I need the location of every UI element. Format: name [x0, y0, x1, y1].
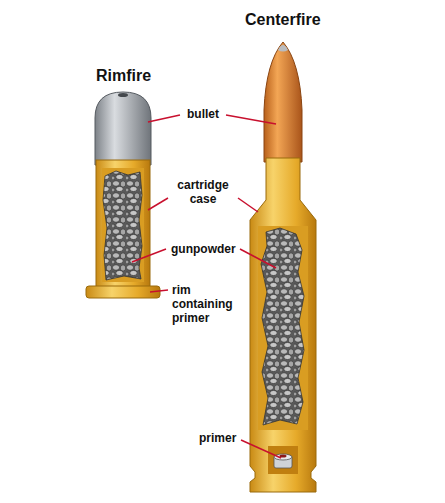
bullet-tip	[278, 45, 288, 52]
leader-line	[148, 115, 180, 122]
part-label: cartridge case	[172, 178, 234, 206]
part-label: bullet	[187, 107, 219, 121]
hollow-point	[118, 93, 128, 97]
rimfire-bullet	[95, 92, 151, 165]
centerfire-cartridge	[250, 42, 316, 492]
leader-lines	[132, 115, 281, 458]
leader-line	[132, 249, 166, 262]
cartridge-type-heading: Centerfire	[245, 10, 321, 29]
rimfire-rim	[86, 286, 160, 298]
part-label: rim containing primer	[172, 283, 244, 325]
part-label: primer	[199, 431, 236, 445]
rimfire-cartridge	[86, 92, 160, 298]
centerfire-powder	[261, 228, 304, 425]
rimfire-case	[96, 160, 150, 288]
leader-line	[240, 249, 276, 268]
leader-line	[238, 198, 258, 212]
centerfire-case	[250, 158, 316, 492]
case-cutaway	[102, 168, 144, 282]
primer-top	[274, 454, 292, 460]
cartridge-type-heading: Rimfire	[96, 66, 151, 85]
part-label: gunpowder	[171, 242, 236, 256]
primer-pocket	[268, 446, 298, 474]
case-cutaway	[258, 226, 308, 430]
leader-line	[241, 440, 281, 458]
leader-line	[150, 290, 168, 292]
rimfire-powder	[103, 171, 142, 280]
leader-line	[148, 198, 168, 210]
leader-line	[226, 115, 276, 124]
centerfire-bullet	[264, 42, 302, 162]
